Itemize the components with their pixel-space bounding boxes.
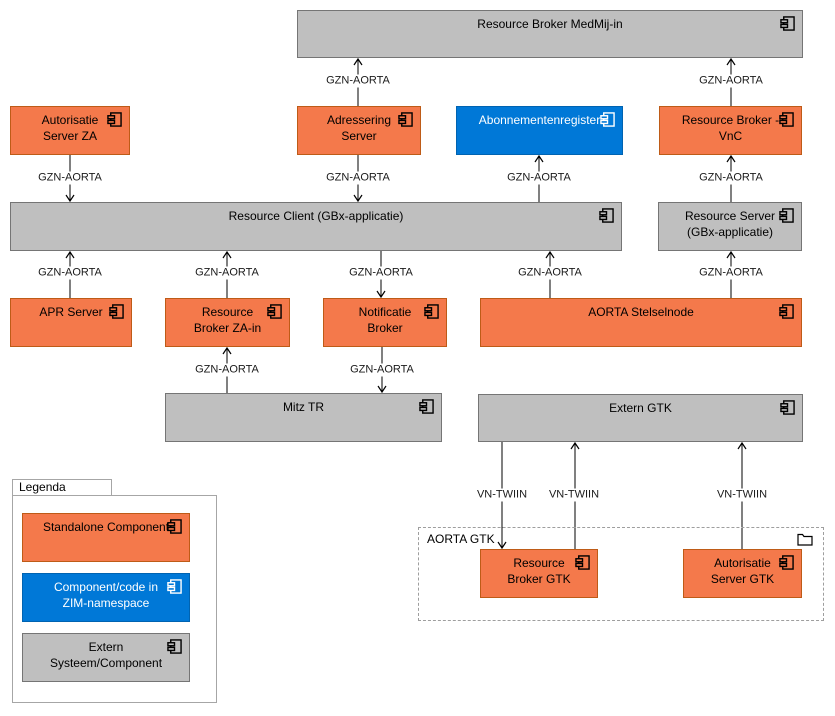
legend-item-label: Component/code in ZIM-namespace xyxy=(53,580,159,610)
node-label: Resource Broker ZA-in xyxy=(193,305,262,335)
node-label: Notificatie Broker xyxy=(358,305,412,335)
folder-icon xyxy=(797,533,813,546)
component-icon xyxy=(780,16,795,31)
edge-label: GZN-AORTA xyxy=(696,74,766,88)
legend-item-label: Standalone Component xyxy=(42,520,170,534)
node-label: Extern GTK xyxy=(609,401,672,415)
component-icon xyxy=(167,639,182,654)
node-label: Autorisatie Server ZA xyxy=(41,113,99,143)
edge-label: GZN-AORTA xyxy=(346,266,416,280)
node-label: Autorisatie Server GTK xyxy=(710,556,775,586)
node-notificatie-broker: Notificatie Broker xyxy=(323,298,447,347)
component-icon xyxy=(599,208,614,223)
edge-label: GZN-AORTA xyxy=(323,74,393,88)
node-label: Mitz TR xyxy=(282,400,325,414)
node-resource-server: Resource Server (GBx-applicatie) xyxy=(658,202,802,251)
edge-label: GZN-AORTA xyxy=(347,363,417,377)
edge-label: VN-TWIIN xyxy=(473,488,531,502)
node-abonnementenregister: Abonnementenregister xyxy=(456,106,623,155)
component-icon xyxy=(267,304,282,319)
node-label: Resource Server (GBx-applicatie) xyxy=(684,209,776,239)
node-resource-broker-vnc: Resource Broker - VnC xyxy=(659,106,802,155)
legend-item-extern-systeem-component: Extern Systeem/Component xyxy=(22,633,190,682)
node-label: Resource Broker MedMij-in xyxy=(477,17,623,31)
component-icon xyxy=(779,304,794,319)
group-aorta-gtk: AORTA GTK xyxy=(418,527,824,621)
edge-label: GZN-AORTA xyxy=(504,171,574,185)
component-icon xyxy=(600,112,615,127)
group-label: AORTA GTK xyxy=(427,532,495,546)
edge-label: GZN-AORTA xyxy=(192,266,262,280)
component-icon xyxy=(107,112,122,127)
node-resource-broker-gtk: Resource Broker GTK xyxy=(480,549,598,598)
component-icon xyxy=(575,555,590,570)
node-extern-gtk: Extern GTK xyxy=(478,394,803,442)
edge-label: GZN-AORTA xyxy=(696,171,766,185)
node-adressering-server: Adressering Server xyxy=(297,106,421,155)
node-resource-broker-za-in: Resource Broker ZA-in xyxy=(165,298,290,347)
edge-label: VN-TWIIN xyxy=(545,488,603,502)
component-icon xyxy=(779,112,794,127)
legend-item-zim-namespace-component: Component/code in ZIM-namespace xyxy=(22,573,190,622)
edge-label: GZN-AORTA xyxy=(515,266,585,280)
node-aorta-stelselnode: AORTA Stelselnode xyxy=(480,298,802,347)
component-icon xyxy=(398,112,413,127)
node-label: AORTA Stelselnode xyxy=(588,305,694,319)
component-icon xyxy=(109,304,124,319)
edge-label: GZN-AORTA xyxy=(323,171,393,185)
node-label: Abonnementenregister xyxy=(478,113,601,127)
component-icon xyxy=(419,399,434,414)
node-resource-broker-medmij-in: Resource Broker MedMij-in xyxy=(297,10,803,58)
node-mitz-tr: Mitz TR xyxy=(165,393,442,442)
legend-title: Legenda xyxy=(19,480,66,494)
legend-title-tab: Legenda xyxy=(12,479,112,496)
component-icon xyxy=(167,579,182,594)
component-icon xyxy=(424,304,439,319)
node-label: Resource Broker - VnC xyxy=(681,113,780,143)
node-autorisatie-server-za: Autorisatie Server ZA xyxy=(10,106,130,155)
component-icon xyxy=(779,208,794,223)
node-label: Adressering Server xyxy=(326,113,392,143)
node-apr-server: APR Server xyxy=(10,298,132,347)
node-label: Resource Broker GTK xyxy=(507,556,571,586)
node-label: Resource Client (GBx-applicatie) xyxy=(228,209,404,223)
component-icon xyxy=(780,400,795,415)
edge-label: GZN-AORTA xyxy=(192,363,262,377)
edge-label: VN-TWIIN xyxy=(713,488,771,502)
node-autorisatie-server-gtk: Autorisatie Server GTK xyxy=(683,549,802,598)
edge-label: GZN-AORTA xyxy=(696,266,766,280)
node-label: APR Server xyxy=(39,305,103,319)
legend-item-standalone-component: Standalone Component xyxy=(22,513,190,562)
edge-label: GZN-AORTA xyxy=(35,171,105,185)
component-icon xyxy=(167,519,182,534)
node-resource-client: Resource Client (GBx-applicatie) xyxy=(10,202,622,251)
component-icon xyxy=(779,555,794,570)
edge-label: GZN-AORTA xyxy=(35,266,105,280)
legend-item-label: Extern Systeem/Component xyxy=(49,640,163,670)
